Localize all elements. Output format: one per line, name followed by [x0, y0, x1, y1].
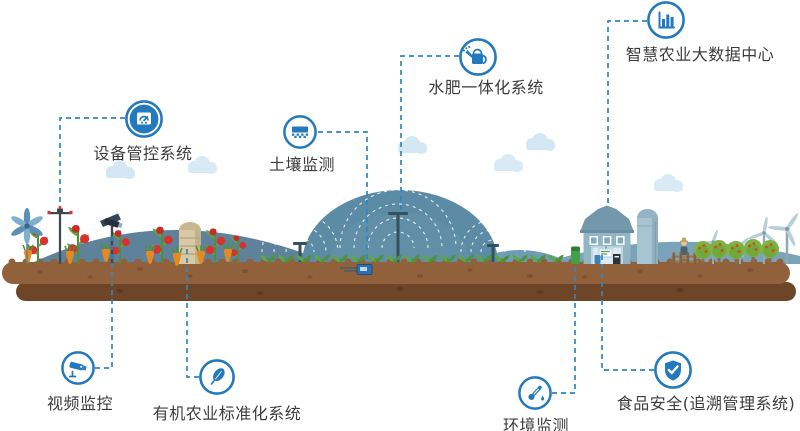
- connector-equipment-control: [59, 117, 125, 206]
- shield-check-icon: [654, 351, 692, 389]
- leaf-icon: [199, 359, 235, 395]
- soil-layers: [2, 258, 796, 301]
- soil-layers-icon: [283, 115, 317, 149]
- callout-label-big-data-center: 智慧农业大数据中心: [625, 45, 775, 64]
- callout-label-food-safety: 食品安全(追溯管理系统): [616, 394, 796, 413]
- callout-label-water-fertilizer: 水肥一体化系统: [428, 78, 544, 97]
- thermometer-icon: [518, 376, 552, 410]
- connector-soil-monitoring: [318, 131, 368, 261]
- traceability-kiosk: [594, 246, 621, 264]
- connector-big-data-center: [607, 20, 647, 205]
- storage-silo: [637, 209, 658, 264]
- connector-water-fertilizer: [400, 55, 459, 211]
- barn-windows: [589, 236, 625, 245]
- sprinklers: [293, 212, 499, 264]
- watering-can-icon: [459, 38, 497, 76]
- connector-organic-standardization: [186, 247, 199, 378]
- soil-sensor: [340, 264, 373, 275]
- callout-label-soil-monitoring: 土壤监测: [268, 155, 336, 174]
- farmer-and-fence: [671, 237, 699, 264]
- cctv-camera-icon: [61, 351, 95, 385]
- callout-label-video-surveillance: 视频监控: [46, 394, 114, 413]
- bar-chart-icon: [647, 1, 685, 39]
- callout-label-equipment-control: 设备管控系统: [93, 144, 193, 163]
- callout-label-environment-monitoring: 环境监测: [502, 416, 570, 431]
- environment-sensor: [571, 246, 580, 264]
- callout-label-organic-standardization: 有机农业标准化系统: [152, 404, 302, 423]
- greenhouse-dome: [261, 189, 526, 264]
- barn: [580, 205, 634, 264]
- sprinkler-spray-arcs: [261, 189, 526, 253]
- connectors: [59, 20, 654, 394]
- weather-station: [47, 205, 73, 264]
- gauge-icon: [125, 100, 163, 138]
- grain-silo: [179, 222, 201, 264]
- pinwheel: [11, 208, 43, 264]
- clouds: [106, 133, 683, 192]
- connector-environment-monitoring: [552, 263, 576, 394]
- soil-specks: [37, 267, 753, 279]
